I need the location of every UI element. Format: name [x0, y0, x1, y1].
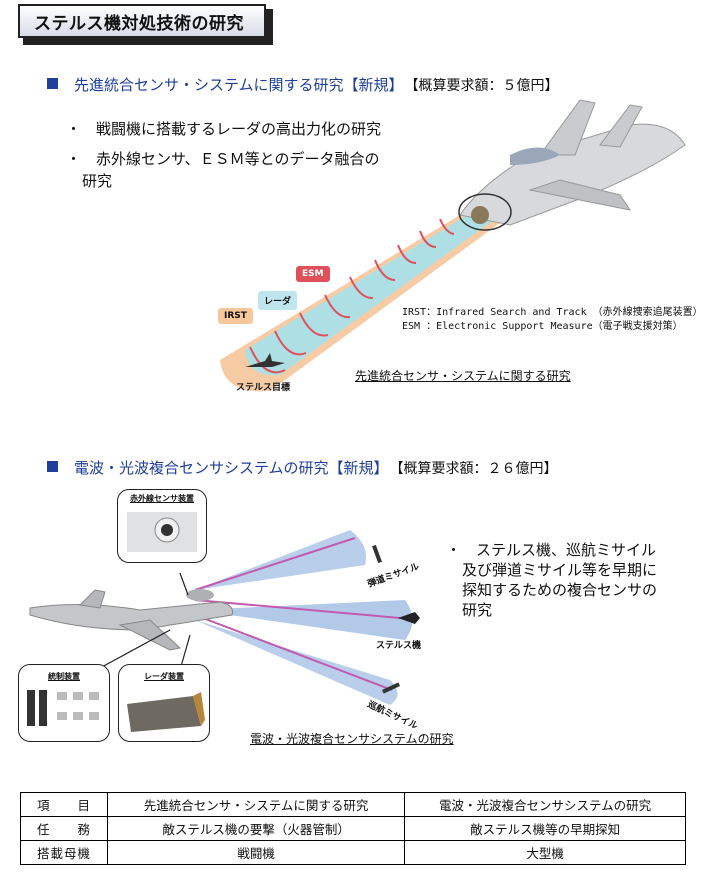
- control-unit-callout: 統制装置: [18, 664, 110, 742]
- table-cell: 敵ステルス機の要撃（火器管制）: [106, 816, 406, 841]
- bullet-2-cont: 研究: [82, 172, 113, 190]
- beam-cruise: [195, 620, 398, 705]
- beam-stealth: [195, 600, 413, 640]
- stealth-target-label: ステルス目標: [236, 383, 291, 393]
- section2-title: 電波・光波複合センサシステムの研究【新規】: [74, 459, 389, 477]
- section2-caption: 電波・光波複合センサシステムの研究: [250, 732, 454, 746]
- control-unit-label: 統制装置: [48, 672, 80, 681]
- radar-beam: [245, 209, 492, 376]
- cruise-missile-icon: [381, 682, 401, 694]
- page-title: ステルス機対処技術の研究: [18, 4, 266, 38]
- radar-tag: レーダ: [258, 291, 298, 310]
- sensor-head-icon: [471, 206, 489, 224]
- radar-device-callout: レーダ装置: [118, 664, 210, 742]
- section2-heading: 電波・光波複合センサシステムの研究【新規】【概算要求額：２６億円】: [47, 457, 558, 478]
- stealth-aircraft-icon: [398, 612, 420, 624]
- radar-device-label: レーダ装置: [144, 672, 184, 681]
- ir-sensor-label: 赤外線センサ装置: [130, 494, 194, 503]
- table-cell: 敵ステルス機等の早期探知: [404, 816, 686, 841]
- table-cell: 大型機: [404, 840, 686, 865]
- s2-bullet-2: 及び弾道ミサイル等を早期に: [462, 561, 658, 579]
- square-bullet-icon: [47, 461, 58, 472]
- table-row: 任 務 敵ステルス機の要撃（火器管制） 敵ステルス機等の早期探知: [20, 816, 686, 841]
- sensor-beam-illustration: [220, 99, 686, 392]
- large-aircraft-icon: [29, 589, 233, 651]
- table-cell: 項 目: [20, 792, 108, 817]
- s2-bullet-3: 探知するための複合センサの: [462, 581, 658, 599]
- section2-bullets: ・ ステルス機、巡航ミサイル 及び弾道ミサイル等を早期に 探知するための複合セン…: [446, 540, 696, 620]
- esm-tag: ESM: [296, 266, 330, 282]
- radar-device-icon: [127, 692, 205, 732]
- composite-sensor-illustration: [29, 530, 420, 705]
- fighter-jet-icon: [459, 99, 686, 226]
- ir-sensor-icon: [127, 512, 197, 552]
- legend-irst: IRST：Infrared Search and Track （赤外線捜索追尾装…: [402, 307, 703, 318]
- control-unit-icon: [27, 690, 99, 726]
- section2-cost: 【概算要求額：２６億円】: [396, 461, 558, 477]
- s2-bullet-1: ・ ステルス機、巡航ミサイル: [446, 541, 657, 559]
- stealth-target-icon: [245, 353, 285, 367]
- table-row: 項 目 先進統合センサ・システムに関する研究 電波・光波複合センサシステムの研究: [20, 792, 686, 817]
- table-cell: 先進統合センサ・システムに関する研究: [106, 792, 406, 817]
- ballistic-missile-icon: [372, 544, 382, 564]
- control-callout-pointer: [99, 629, 171, 669]
- beam-stealth-line: [194, 599, 401, 619]
- section1-title: 先進統合センサ・システムに関する研究【新規】: [74, 76, 404, 94]
- ir-callout-pointer: [179, 572, 189, 596]
- table-cell: 任 務: [20, 816, 108, 841]
- beam-ballistic: [195, 530, 366, 590]
- bullet-2: ・ 赤外線センサ、ＥＳＭ等とのデータ融合の: [66, 150, 380, 168]
- section1-cost: 【概算要求額：５億円】: [411, 78, 559, 94]
- bullet-1: ・ 戦闘機に搭載するレーダの高出力化の研究: [66, 120, 382, 138]
- target-label-stealth: ステルス機: [376, 641, 422, 651]
- esm-rings: [249, 218, 455, 374]
- table-row: 搭載母機 戦闘機 大型機: [20, 840, 686, 865]
- table-cell: 戦闘機: [106, 840, 406, 865]
- square-bullet-icon: [47, 78, 58, 89]
- section1-heading: 先進統合センサ・システムに関する研究【新規】【概算要求額：５億円】: [47, 74, 559, 95]
- beam-cruise-line: [194, 614, 393, 691]
- legend-esm: ESM ：Electronic Support Measure（電子戦支援対策）: [402, 321, 683, 332]
- table-cell: 電波・光波複合センサシステムの研究: [404, 792, 686, 817]
- table-cell: 搭載母機: [20, 840, 108, 865]
- section1-caption: 先進統合センサ・システムに関する研究: [355, 369, 571, 383]
- ir-sensor-callout: 赤外線センサ装置: [117, 489, 207, 563]
- s2-bullet-4: 研究: [462, 601, 493, 619]
- beam-ballistic-line: [194, 537, 356, 591]
- irst-tag: IRST: [218, 308, 253, 324]
- section1-bullets: ・ 戦闘機に搭載するレーダの高出力化の研究 ・ 赤外線センサ、ＥＳＭ等とのデータ…: [66, 118, 446, 192]
- sensor-highlight-ring: [458, 193, 512, 231]
- legend: IRST：Infrared Search and Track （赤外線捜索追尾装…: [402, 306, 703, 334]
- summary-table: 項 目 先進統合センサ・システムに関する研究 電波・光波複合センサシステムの研究…: [20, 792, 686, 865]
